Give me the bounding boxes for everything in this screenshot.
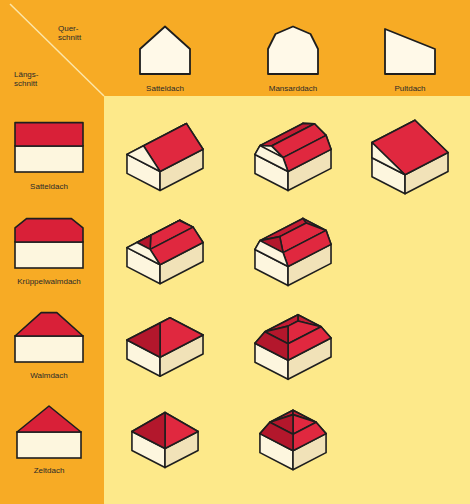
house-face bbox=[293, 422, 326, 451]
house-figure bbox=[255, 123, 331, 190]
row-heading: Walmdach bbox=[30, 371, 68, 380]
corner-diagonal bbox=[10, 4, 104, 96]
house-figure bbox=[260, 410, 326, 469]
house-face bbox=[260, 422, 293, 451]
side-wall-icon bbox=[15, 336, 83, 362]
house-face bbox=[255, 332, 288, 361]
house-face bbox=[132, 412, 165, 448]
side-roof-icon bbox=[15, 219, 83, 242]
house-face bbox=[288, 327, 331, 361]
house-face bbox=[255, 146, 288, 172]
house-face bbox=[255, 241, 288, 267]
corner-heading: Quer- schnitt bbox=[58, 24, 94, 42]
house-face bbox=[283, 135, 331, 171]
column-heading: Mansarddach bbox=[269, 84, 317, 93]
column-heading: Pultdach bbox=[394, 84, 425, 93]
house-figure bbox=[372, 120, 448, 194]
cross-section-icon bbox=[140, 27, 190, 75]
house-figure bbox=[127, 220, 203, 283]
house-face bbox=[127, 146, 160, 172]
house-face bbox=[165, 412, 198, 448]
house-figure bbox=[255, 218, 331, 285]
house-face bbox=[372, 142, 405, 174]
house-face bbox=[283, 230, 331, 266]
house-face bbox=[127, 323, 160, 357]
house-figure bbox=[127, 318, 203, 376]
house-face bbox=[372, 120, 448, 175]
side-roof-icon bbox=[15, 313, 83, 336]
row-heading: Krüppelwalmdach bbox=[17, 277, 81, 286]
side-roof-icon bbox=[17, 406, 81, 432]
house-face bbox=[150, 227, 203, 265]
cross-section-icon bbox=[385, 29, 435, 74]
side-wall-icon bbox=[15, 242, 83, 268]
house-face bbox=[160, 318, 203, 357]
house-figure bbox=[127, 124, 203, 191]
row-heading: Satteldach bbox=[30, 182, 68, 191]
house-face bbox=[127, 243, 160, 265]
corner-heading: Längs- schnitt bbox=[14, 70, 50, 88]
side-wall-icon bbox=[15, 146, 83, 172]
house-figure bbox=[132, 412, 198, 467]
cross-section-icon bbox=[268, 27, 318, 75]
side-band bbox=[0, 0, 104, 504]
side-wall-icon bbox=[17, 432, 81, 458]
row-heading: Zeltdach bbox=[34, 466, 65, 475]
column-heading: Satteldach bbox=[146, 84, 184, 93]
side-roof-icon bbox=[15, 123, 83, 146]
house-figure bbox=[255, 315, 331, 380]
